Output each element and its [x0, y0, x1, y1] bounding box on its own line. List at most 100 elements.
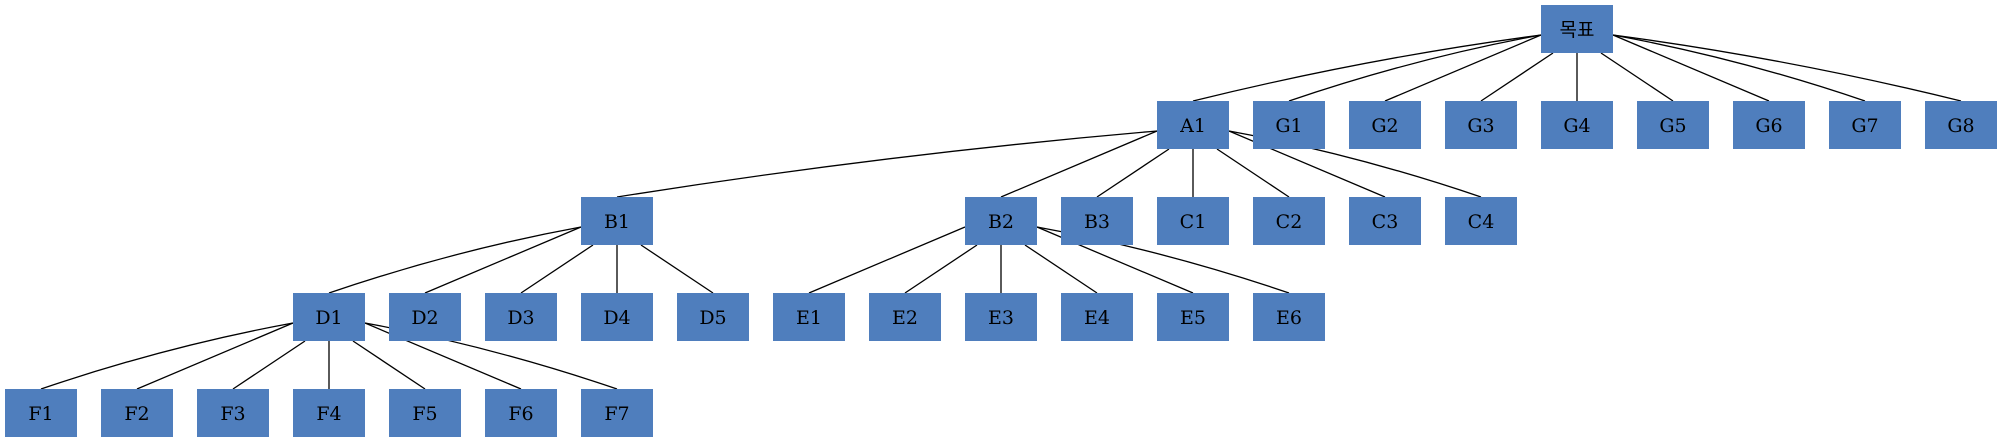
node-box-f4: [293, 389, 365, 437]
node-d3: D3: [485, 293, 557, 341]
node-label-f2: F2: [124, 403, 149, 425]
edge---g7: [1612, 34, 1866, 102]
node-box-e4: [1061, 293, 1133, 341]
node-box-f7: [581, 389, 653, 437]
node-label-g6: G6: [1755, 115, 1782, 137]
node-box-d3: [485, 293, 557, 341]
node-label-e3: E3: [988, 307, 1014, 329]
edge---g1: [1288, 34, 1542, 102]
edge-b1-d3: [520, 244, 594, 294]
node-box-c2: [1253, 197, 1325, 245]
node-label-g2: G2: [1371, 115, 1398, 137]
node-f7: F7: [581, 389, 653, 437]
node-e5: E5: [1157, 293, 1229, 341]
edge-d1-f3: [232, 340, 306, 390]
node-box-e3: [965, 293, 1037, 341]
node-label-f3: F3: [220, 403, 245, 425]
node-box-g2: [1349, 101, 1421, 149]
node-label-d1: D1: [315, 307, 342, 329]
node-g8: G8: [1925, 101, 1997, 149]
node-box-e1: [773, 293, 845, 341]
node-box-d5: [677, 293, 749, 341]
node-box-e6: [1253, 293, 1325, 341]
edge-b1-d5: [640, 244, 714, 294]
node-c2: C2: [1253, 197, 1325, 245]
edge-a1-c2: [1216, 148, 1290, 198]
node-box-g4: [1541, 101, 1613, 149]
node-box-g3: [1445, 101, 1517, 149]
node-box-c4: [1445, 197, 1517, 245]
node-f5: F5: [389, 389, 461, 437]
node-g4: G4: [1541, 101, 1613, 149]
edge-b1-d1: [328, 226, 582, 294]
node-d5: D5: [677, 293, 749, 341]
node-box-c1: [1157, 197, 1229, 245]
edge-a1-b2: [1000, 130, 1158, 198]
node-label-c2: C2: [1276, 211, 1303, 233]
node-f1: F1: [5, 389, 77, 437]
node-box-g6: [1733, 101, 1805, 149]
node-box-root: [1541, 5, 1613, 53]
node-box-g7: [1829, 101, 1901, 149]
node-d2: D2: [389, 293, 461, 341]
node-box-f1: [5, 389, 77, 437]
node-c1: C1: [1157, 197, 1229, 245]
node-label-g3: G3: [1467, 115, 1494, 137]
node-box-g5: [1637, 101, 1709, 149]
node-box-f6: [485, 389, 557, 437]
node-g7: G7: [1829, 101, 1901, 149]
node-e6: E6: [1253, 293, 1325, 341]
node-box-b2: [965, 197, 1037, 245]
node-e3: E3: [965, 293, 1037, 341]
node-box-c3: [1349, 197, 1421, 245]
node-label-e6: E6: [1276, 307, 1302, 329]
node-box-f3: [197, 389, 269, 437]
edge-layer: [40, 34, 1962, 390]
node-label-b3: B3: [1084, 211, 1110, 233]
node-label-f5: F5: [412, 403, 437, 425]
node-label-c3: C3: [1372, 211, 1399, 233]
edge---g2: [1384, 34, 1542, 102]
node-label-d3: D3: [507, 307, 534, 329]
node-e1: E1: [773, 293, 845, 341]
edge---g3: [1480, 52, 1554, 102]
edge---a1: [1192, 34, 1542, 102]
edge-b2-e2: [904, 244, 978, 294]
node-label-c4: C4: [1468, 211, 1495, 233]
node-b2: B2: [965, 197, 1037, 245]
node-box-f2: [101, 389, 173, 437]
node-g5: G5: [1637, 101, 1709, 149]
node-box-d2: [389, 293, 461, 341]
node-f2: F2: [101, 389, 173, 437]
node-label-b2: B2: [988, 211, 1014, 233]
node-c4: C4: [1445, 197, 1517, 245]
node-box-b3: [1061, 197, 1133, 245]
node-g2: G2: [1349, 101, 1421, 149]
node-b3: B3: [1061, 197, 1133, 245]
edge-a1-b3: [1096, 148, 1170, 198]
node-root: 목표: [1541, 5, 1613, 53]
node-label-e4: E4: [1084, 307, 1110, 329]
node-label-c1: C1: [1180, 211, 1207, 233]
node-label-root: 목표: [1560, 19, 1595, 41]
node-label-f4: F4: [316, 403, 341, 425]
node-label-f7: F7: [604, 403, 629, 425]
node-label-f1: F1: [28, 403, 53, 425]
node-label-e2: E2: [892, 307, 918, 329]
node-box-e2: [869, 293, 941, 341]
node-label-g8: G8: [1947, 115, 1974, 137]
node-label-a1: A1: [1179, 115, 1206, 137]
edge-b1-d2: [424, 226, 582, 294]
node-b1: B1: [581, 197, 653, 245]
node-box-d1: [293, 293, 365, 341]
node-label-g1: G1: [1275, 115, 1302, 137]
node-e4: E4: [1061, 293, 1133, 341]
node-label-e5: E5: [1180, 307, 1206, 329]
node-box-g1: [1253, 101, 1325, 149]
edge-d1-f5: [352, 340, 426, 390]
node-label-d5: D5: [699, 307, 726, 329]
node-label-b1: B1: [604, 211, 630, 233]
node-box-e5: [1157, 293, 1229, 341]
